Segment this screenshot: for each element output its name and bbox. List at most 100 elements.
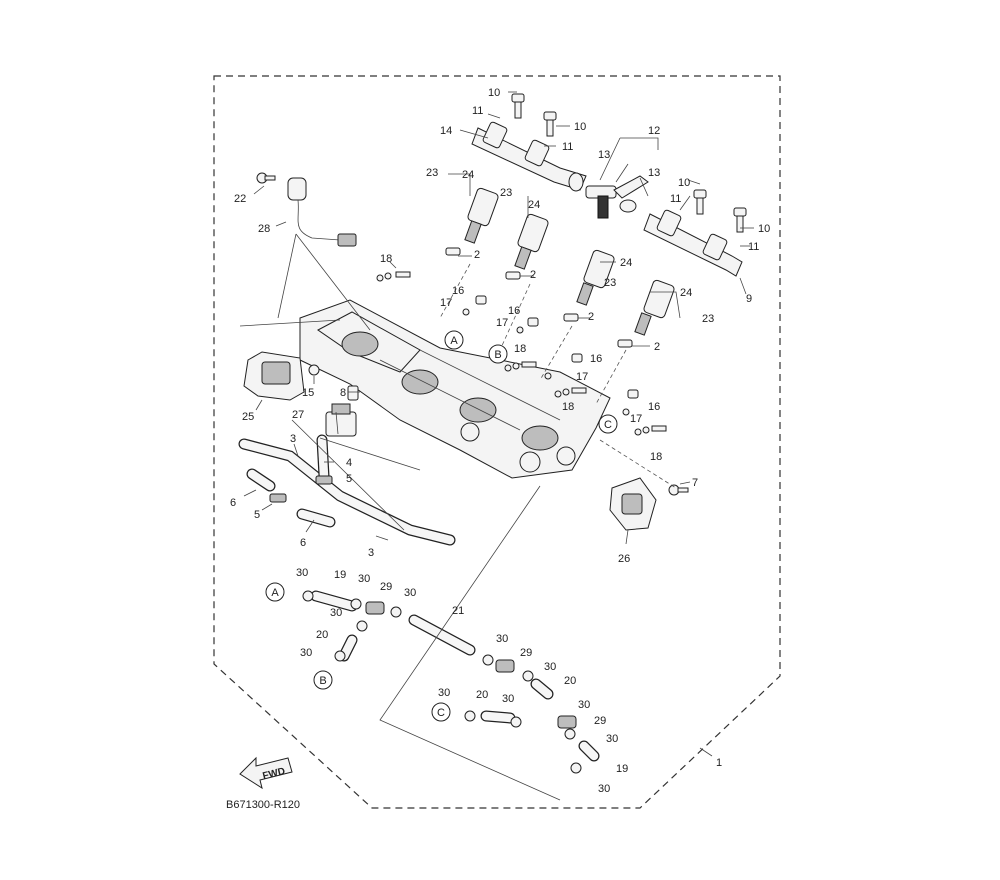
label-21: 21 [452,605,464,617]
callout-b-lower: B [313,670,333,690]
label-30: 30 [358,573,370,585]
sensor-28 [287,177,357,247]
fuel-rail-right [643,209,743,277]
screws-17 [462,308,630,416]
label-6: 6 [230,497,236,509]
sensor-27 [325,403,357,437]
label-8: 8 [340,387,346,399]
hose-19-a [310,590,358,612]
label-26: 26 [618,553,630,565]
o-rings-2 [445,247,633,348]
sensor-26 [609,477,657,531]
fuel-joint-12 [585,175,649,219]
bolt-10-b [543,111,557,137]
fwd-label: FWD [262,766,287,782]
label-3: 3 [290,433,296,445]
label-30: 30 [502,693,514,705]
joint-29-a [365,601,385,615]
hose-20-b [530,678,554,700]
label-30: 30 [544,661,556,673]
label-16: 16 [452,285,464,297]
label-16: 16 [508,305,520,317]
injector-1 [464,187,499,244]
bolt-22 [256,172,276,184]
bolt-10-c [693,189,707,215]
clamps-30 [302,590,582,774]
label-2: 2 [654,341,660,353]
hose-6-a [246,468,276,492]
joint-29-b [495,659,515,673]
label-19: 19 [616,763,628,775]
label-3: 3 [368,547,374,559]
label-20: 20 [476,689,488,701]
fitting-5-a [315,475,333,485]
label-20: 20 [564,675,576,687]
label-29: 29 [520,647,532,659]
label-13: 13 [598,149,610,161]
label-17: 17 [440,297,452,309]
callout-c-upper: C [598,414,618,434]
label-17: 17 [576,371,588,383]
label-25: 25 [242,411,254,423]
sensor-25 [243,351,305,401]
label-12: 12 [648,125,660,137]
label-11: 11 [748,241,759,253]
injector-3 [576,249,615,306]
throttle-body [299,299,611,479]
hose-21 [408,614,476,656]
label-10: 10 [574,121,586,133]
label-11: 11 [472,105,483,117]
label-18: 18 [380,253,392,265]
svg-text:A: A [271,587,279,599]
fitting-5-b [269,493,287,503]
hose-20-a [338,634,358,662]
label-17: 17 [630,413,642,425]
label-18: 18 [650,451,662,463]
label-17: 17 [496,317,508,329]
label-2: 2 [474,249,480,261]
label-16: 16 [648,401,660,413]
label-18: 18 [514,343,526,355]
dashed-assembly-lines [239,233,677,801]
label-24: 24 [462,169,474,181]
label-9: 9 [746,293,752,305]
svg-text:B: B [319,675,326,687]
svg-text:C: C [437,707,445,719]
label-24: 24 [680,287,692,299]
joint-29-c [557,715,577,729]
label-13: 13 [648,167,660,179]
leader-lines [243,91,754,757]
label-30: 30 [296,567,308,579]
label-10: 10 [488,87,500,99]
label-23: 23 [702,313,714,325]
screw-sets-18 [376,271,667,436]
label-5: 5 [254,509,260,521]
bolt-10-d [733,207,747,233]
label-15: 15 [302,387,314,399]
label-30: 30 [598,783,610,795]
label-30: 30 [404,587,416,599]
injector-2 [514,213,549,270]
label-4: 4 [346,457,352,469]
label-30: 30 [578,699,590,711]
label-24: 24 [620,257,632,269]
label-6: 6 [300,537,306,549]
label-29: 29 [380,581,392,593]
label-19: 19 [334,569,346,581]
svg-text:C: C [604,419,612,431]
bolt-15 [308,364,320,376]
label-23: 23 [604,277,616,289]
hose-6-b [296,508,336,528]
label-2: 2 [588,311,594,323]
label-16: 16 [590,353,602,365]
forward-arrow-icon: FWD [239,756,293,790]
label-11: 11 [670,193,681,205]
label-30: 30 [496,633,508,645]
caps-16 [475,295,639,399]
callout-b-upper: B [488,344,508,364]
label-30: 30 [606,733,618,745]
fuel-rail-left [471,121,587,192]
label-22: 22 [234,193,246,205]
callout-a-lower: A [265,582,285,602]
label-10: 10 [678,177,690,189]
